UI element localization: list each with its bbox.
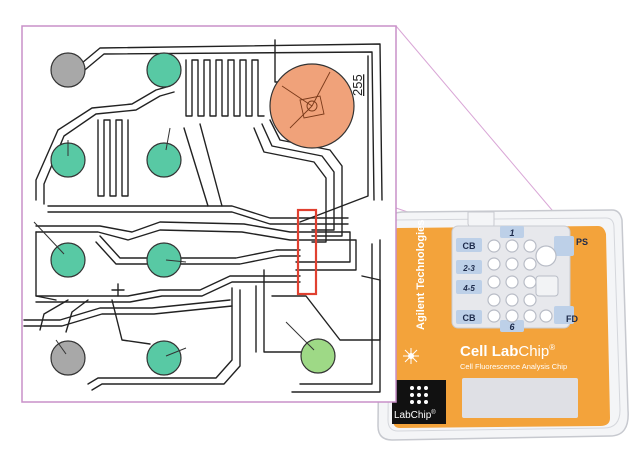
detection-zone-highlight — [296, 208, 318, 296]
labchip-dot-grid-icon — [410, 386, 428, 404]
microfluidic-channels — [23, 39, 383, 393]
well-center-upper-green — [146, 142, 182, 178]
channel-number-label: 255 — [350, 74, 365, 96]
well-pointer-lines — [33, 127, 315, 357]
channel-schematic: 255 — [21, 25, 397, 403]
chip-blank-label — [462, 378, 578, 418]
well-label-ps: PS — [576, 237, 588, 247]
well-center-middle-green — [146, 242, 182, 278]
agilent-spark-icon — [403, 348, 419, 364]
schematic-wells — [50, 52, 355, 376]
well-label-4-5: 4-5 — [462, 284, 475, 293]
chip-wells — [487, 239, 557, 323]
well-label-2-3: 2-3 — [462, 264, 475, 273]
chip-product-name: Cell LabChip® — [460, 343, 555, 360]
chip-sensor-window — [535, 275, 559, 297]
well-label-1: 1 — [509, 228, 514, 238]
labchip-logo-text: LabChip® — [394, 409, 436, 421]
well-left-middle-green — [50, 242, 86, 278]
well-bottom-left-gray — [50, 340, 86, 376]
well-label-6: 6 — [509, 322, 515, 332]
well-top-green — [146, 52, 182, 88]
well-bottom-right-lightgreen — [300, 338, 336, 374]
well-bottom-center-green — [146, 340, 182, 376]
chip-manufacturer: Agilent Technologies — [415, 220, 427, 330]
well-label-cb-top: CB — [463, 241, 476, 251]
well-label-fd: FD — [566, 314, 578, 324]
chip-label-pads — [456, 226, 574, 332]
cell-labchip: CB 2-3 4-5 CB 1 6 PS FD Agilent Technolo… — [377, 209, 629, 441]
orange-well-channels — [281, 71, 331, 129]
well-label-cb-bottom: CB — [463, 313, 476, 323]
chip-subtitle: Cell Fluorescence Analysis Chip — [460, 362, 567, 371]
well-top-left-gray — [50, 52, 86, 88]
